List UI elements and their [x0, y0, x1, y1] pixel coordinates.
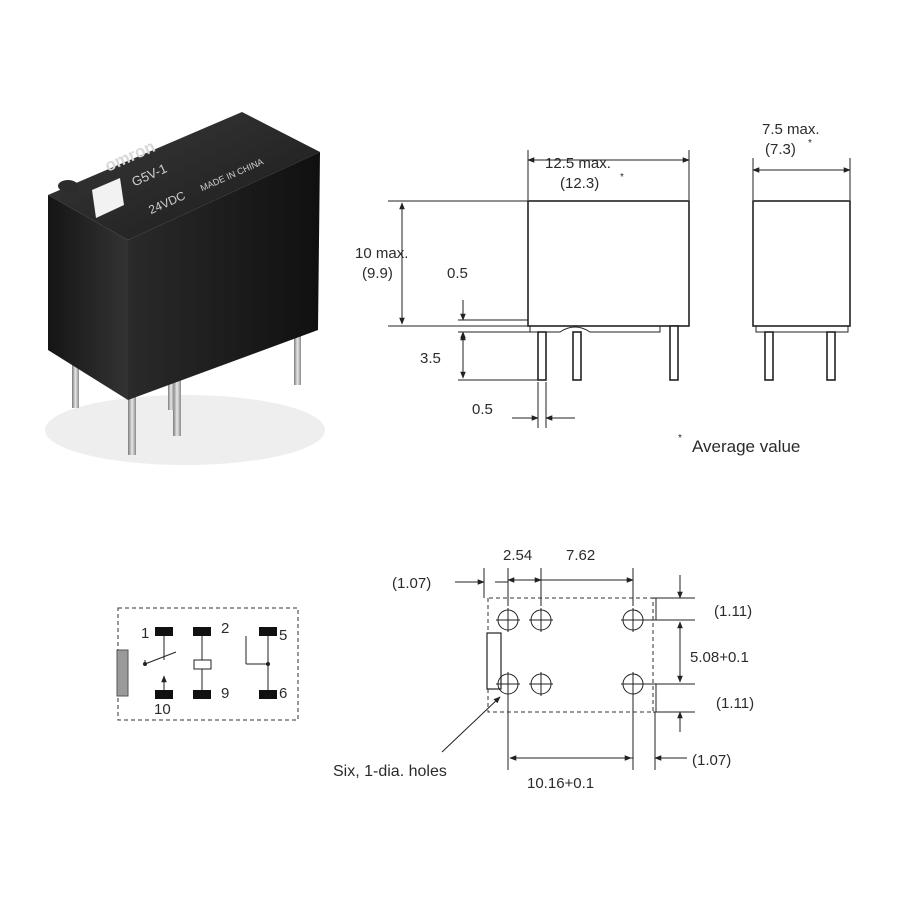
- pin-label-1: 1: [141, 625, 149, 642]
- standoff-label: 0.5: [447, 265, 468, 282]
- average-value-note: Average value: [692, 437, 800, 456]
- width-max-label: 12.5 max.: [545, 155, 611, 172]
- pitch-b-label: 7.62: [566, 547, 595, 564]
- terminal-pad: [193, 690, 211, 699]
- side-view: 7.5 max. (7.3) *: [752, 121, 851, 381]
- front-pin: [669, 325, 679, 381]
- height-max-label: 10 max.: [355, 245, 408, 262]
- relay-left-face: [48, 195, 128, 400]
- terminal-schematic: 1 2 5 10 9 6: [116, 607, 299, 721]
- holes-note: Six, 1-dia. holes: [333, 763, 447, 780]
- row-spacing-label: 5.08+0.1: [690, 649, 749, 666]
- pin-label-2: 2: [221, 620, 229, 637]
- front-body: [527, 200, 690, 327]
- depth-asterisk: *: [808, 138, 812, 149]
- polarity-mark: [486, 632, 502, 690]
- offset-bottom-label: (1.11): [716, 695, 754, 712]
- pin-length-label: 3.5: [420, 350, 441, 367]
- height-avg-label: (9.9): [362, 265, 393, 282]
- side-body: [752, 200, 851, 327]
- pcb-hole-layout: 2.54 7.62 (1.07) (1.11) 5.08+0.1 (1.11) …: [333, 547, 754, 792]
- pin: [173, 370, 181, 436]
- pin-label-6: 6: [279, 685, 287, 702]
- pin: [72, 348, 79, 408]
- front-pin: [572, 331, 582, 381]
- holes-leader: [441, 696, 501, 753]
- relay-front-face: [128, 152, 320, 400]
- pin: [128, 380, 136, 455]
- side-pin: [826, 331, 836, 381]
- relay-photo: omron G5V-1 24VDC MADE IN CHINA: [45, 112, 325, 465]
- front-pin: [537, 331, 547, 381]
- terminal-pad: [193, 627, 211, 636]
- terminal-pad: [155, 627, 173, 636]
- pin-label-9: 9: [221, 685, 229, 702]
- hole-group: [496, 608, 645, 696]
- depth-avg-label: (7.3): [765, 141, 796, 158]
- terminal-pad: [155, 690, 173, 699]
- coil-symbol: [193, 659, 212, 670]
- pin-label-5: 5: [279, 627, 287, 644]
- terminal-pad: [259, 627, 277, 636]
- width-avg-label: (12.3): [560, 175, 599, 192]
- col-spacing-label: 10.16+0.1: [527, 775, 594, 792]
- standoff-outline: [529, 326, 661, 333]
- pin: [294, 330, 301, 385]
- relay-footprint-outline: [487, 597, 654, 713]
- note-asterisk: *: [678, 433, 682, 444]
- front-view: 12.5 max. (12.3) * 10 max. (9.9) 0.5 3.5…: [355, 150, 800, 456]
- pitch-a-label: 2.54: [503, 547, 532, 564]
- pin-width-label: 0.5: [472, 401, 493, 418]
- pin: [168, 370, 174, 410]
- side-pin: [764, 331, 774, 381]
- offset-right-label: (1.07): [692, 752, 731, 769]
- asterisk-mark: *: [620, 172, 624, 183]
- depth-max-label: 7.5 max.: [762, 121, 820, 138]
- offset-left-label: (1.07): [392, 575, 431, 592]
- pin-label-10: 10: [154, 701, 171, 718]
- terminal-pad: [259, 690, 277, 699]
- white-label: [92, 178, 124, 218]
- polarity-bar: [116, 649, 129, 697]
- offset-top-label: (1.11): [714, 603, 752, 620]
